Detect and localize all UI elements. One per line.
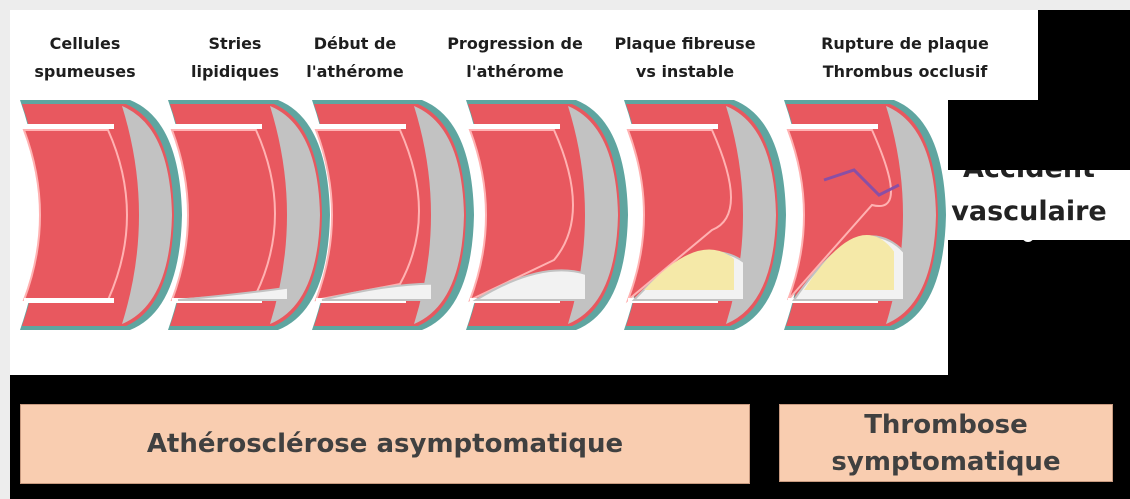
stage-label-line: Cellules <box>20 30 150 58</box>
outcome-label-line2: vasculaire <box>948 196 1110 227</box>
vessel-fatty-streaks-lumen <box>172 130 275 300</box>
vessel-foam-cells-lumen <box>24 130 127 300</box>
stage-label-fatty-streaks: Stries lipidiques <box>170 30 300 86</box>
phase-symptomatic-line1: Thrombose <box>780 407 1112 444</box>
vessel-fibrous-plaque-endothelium <box>628 124 718 129</box>
stage-label-plaque-rupture: Rupture de plaque Thrombus occlusif <box>795 30 1015 86</box>
stage-label-early-atheroma: Début de l'athérome <box>290 30 420 86</box>
stage-label-fibrous-plaque: Plaque fibreuse vs instable <box>600 30 770 86</box>
stage-label-line: l'athérome <box>435 58 595 86</box>
vessel-early-atheroma-endothelium <box>316 124 406 129</box>
stage-label-line: spumeuses <box>20 58 150 86</box>
phase-symptomatic-line2: symptomatique <box>780 444 1112 481</box>
stage-label-line: Rupture de plaque <box>795 30 1015 58</box>
stage-label-line: vs instable <box>600 58 770 86</box>
stage-label-line: Progression de <box>435 30 595 58</box>
stage-label-line: l'athérome <box>290 58 420 86</box>
vessel-fatty-streaks-endothelium <box>172 124 262 129</box>
phase-asymptomatic-label: Athérosclérose asymptomatique <box>21 405 749 483</box>
vessel-foam-cells-endothelium <box>24 298 114 303</box>
vessel-early-atheroma-lumen <box>316 130 419 300</box>
phase-asymptomatic: Athérosclérose asymptomatique <box>20 404 750 484</box>
stage-label-line: Début de <box>290 30 420 58</box>
outcome-label-line1: Accident <box>948 170 1110 184</box>
vessel-foam-cells-endothelium <box>24 124 114 129</box>
phase-symptomatic-thrombosis: Thrombose symptomatique <box>779 404 1113 482</box>
stage-label-line: Thrombus occlusif <box>795 58 1015 86</box>
stage-label-line: Stries <box>170 30 300 58</box>
stage-label-foam-cells: Cellules spumeuses <box>20 30 150 86</box>
stage-label-line: Plaque fibreuse <box>600 30 770 58</box>
vessel-atheroma-progression-endothelium <box>470 124 560 129</box>
vessel-plaque-rupture-endothelium <box>788 124 878 129</box>
stage-label-atheroma-progression: Progression de l'athérome <box>435 30 595 86</box>
stage-label-line: lipidiques <box>170 58 300 86</box>
outcome-label: Accident vasculaire <box>948 170 1130 240</box>
